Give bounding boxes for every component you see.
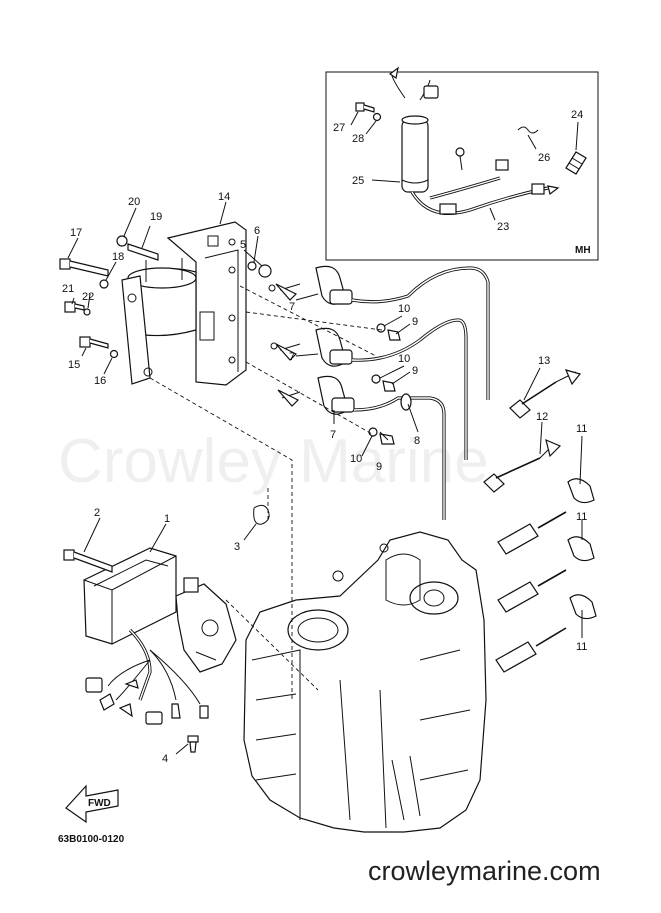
fwd-label: FWD	[88, 798, 111, 809]
callout-10c: 10	[350, 453, 362, 465]
washer-6	[247, 261, 257, 271]
callout-3: 3	[234, 541, 240, 553]
spark-plugs	[495, 511, 567, 673]
inset-code: MH	[575, 245, 591, 256]
website-label: crowleymarine.com	[368, 856, 601, 886]
callout-7b: 7	[289, 351, 295, 363]
callout-22: 22	[82, 291, 94, 303]
callout-28: 28	[352, 133, 364, 145]
washer-28	[372, 112, 382, 122]
callout-10b: 10	[398, 353, 410, 365]
callout-8: 8	[414, 435, 420, 447]
callout-5: 5	[240, 239, 246, 251]
callout-16: 16	[94, 375, 106, 387]
callout-11a: 11	[576, 423, 587, 435]
washer-22	[83, 308, 91, 316]
leader-lines	[67, 201, 583, 755]
callouts: 20 19 14 17 18 6 5 21 22 15 16 7 7 7 10 …	[62, 191, 587, 765]
callout-6: 6	[254, 225, 260, 237]
callout-20: 20	[128, 196, 140, 208]
callout-9c: 9	[376, 461, 382, 473]
clip-26	[517, 126, 539, 134]
inset-box: MH	[325, 66, 599, 261]
callout-9a: 9	[412, 316, 418, 328]
callout-26: 26	[538, 152, 550, 164]
callout-21: 21	[62, 283, 74, 295]
bolt-21	[64, 301, 85, 313]
callout-17: 17	[70, 227, 82, 239]
nut-20	[116, 235, 128, 247]
callout-15: 15	[68, 359, 80, 371]
callout-11b: 11	[576, 511, 587, 523]
callout-1: 1	[164, 513, 170, 525]
callout-23: 23	[497, 221, 509, 233]
ignition-coil-middle	[270, 327, 353, 367]
bolt-19	[127, 243, 159, 261]
plug-cap-13	[509, 369, 582, 419]
ignition-coil-upper	[268, 265, 353, 305]
ignition-coil-inset	[401, 115, 429, 193]
fwd-arrow: FWD	[65, 784, 119, 824]
ignition-coil-lower	[277, 375, 355, 415]
callout-25: 25	[352, 175, 364, 187]
callout-7c: 7	[330, 429, 336, 441]
screw-4	[187, 735, 199, 753]
callout-18: 18	[112, 251, 124, 263]
clamp-3	[253, 504, 270, 525]
washer-16	[109, 349, 119, 359]
bolt-27	[355, 102, 375, 113]
callout-13: 13	[538, 355, 550, 367]
plug-caps-11	[567, 478, 597, 620]
assembly-lines	[149, 285, 383, 700]
nut-5	[258, 264, 272, 278]
cylinder-block	[243, 531, 487, 833]
callout-12: 12	[536, 411, 548, 423]
drawing-number: 63B0100-0120	[58, 834, 125, 845]
cdi-unit-1	[83, 547, 177, 645]
washers-10	[368, 323, 386, 437]
bolt-2	[63, 549, 113, 573]
callout-19: 19	[150, 211, 162, 223]
watermark: Crowley Marine	[58, 427, 489, 496]
callout-2: 2	[94, 507, 100, 519]
callout-7a: 7	[289, 301, 295, 313]
callout-4: 4	[162, 753, 168, 765]
callout-24: 24	[571, 109, 583, 121]
pulser-coil	[175, 577, 237, 673]
bolt-15	[79, 336, 109, 349]
callout-27: 27	[333, 122, 345, 134]
cdi-harness	[85, 628, 209, 725]
plug-cap-12	[483, 438, 562, 493]
callout-10a: 10	[398, 303, 410, 315]
bolt-17	[59, 258, 109, 277]
grommet-24	[565, 151, 587, 175]
wire-harness-inset	[388, 66, 560, 215]
washer-18	[99, 279, 109, 289]
plug-leads	[351, 266, 490, 520]
callout-11c: 11	[576, 641, 587, 653]
callout-9b: 9	[412, 365, 418, 377]
callout-14: 14	[218, 191, 230, 203]
